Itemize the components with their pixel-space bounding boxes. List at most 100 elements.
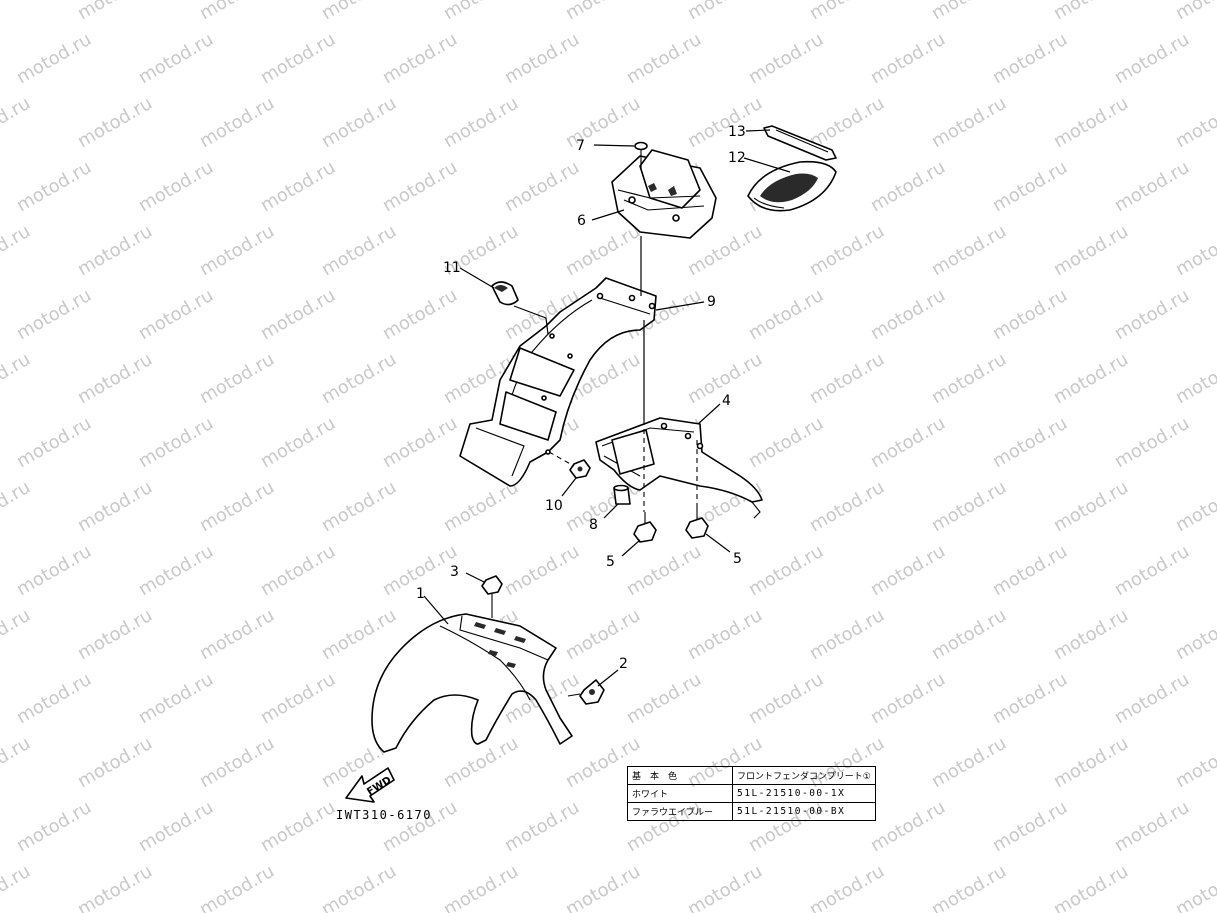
watermark-text: motod.ru	[74, 221, 156, 280]
callout-6: 6	[577, 213, 586, 229]
document-code: IWT310-6170	[336, 808, 432, 822]
part-6-cover-bracket	[611, 149, 717, 239]
watermark-text: motod.ru	[135, 797, 217, 856]
watermark-text: motod.ru	[928, 605, 1010, 664]
watermark-text: motod.ru	[13, 285, 95, 344]
watermark-text: motod.ru	[501, 157, 583, 216]
assembly-guides	[513, 160, 698, 512]
watermark-text: motod.ru	[867, 669, 949, 728]
part-5-bolt-a	[633, 512, 657, 543]
watermark-text: motod.ru	[928, 349, 1010, 408]
watermark-text: motod.ru	[318, 0, 400, 24]
watermark-text: motod.ru	[989, 541, 1071, 600]
watermark-text: motod.ru	[318, 93, 400, 152]
fwd-arrow: FWD	[345, 767, 395, 803]
watermark-text: motod.ru	[1050, 477, 1132, 536]
watermark-text: motod.ru	[379, 29, 461, 88]
callout-3: 3	[450, 564, 459, 580]
watermark-text: motod.ru	[135, 29, 217, 88]
watermark-text: motod.ru	[196, 733, 278, 792]
part-5-bolt-b	[685, 508, 709, 539]
watermark-text: motod.ru	[1172, 861, 1217, 913]
watermark-text: motod.ru	[196, 861, 278, 913]
watermark-text: motod.ru	[379, 285, 461, 344]
watermark-text: motod.ru	[318, 861, 400, 913]
watermark-text: motod.ru	[1111, 541, 1193, 600]
watermark-text: motod.ru	[13, 669, 95, 728]
part-10-nut	[569, 459, 591, 479]
callout-5a: 5	[606, 554, 615, 570]
watermark-text: motod.ru	[440, 861, 522, 913]
watermark-text: motod.ru	[0, 861, 34, 913]
watermark-text: motod.ru	[806, 349, 888, 408]
watermark-text: motod.ru	[257, 797, 339, 856]
watermark-text: motod.ru	[928, 221, 1010, 280]
watermark-text: motod.ru	[0, 349, 34, 408]
watermark-text: motod.ru	[196, 0, 278, 24]
watermark-text: motod.ru	[74, 605, 156, 664]
watermark-text: motod.ru	[623, 29, 705, 88]
watermark-text: motod.ru	[1111, 669, 1193, 728]
watermark-text: motod.ru	[0, 221, 34, 280]
watermark-text: motod.ru	[1172, 0, 1217, 24]
table-header-cell: 基 本 色	[627, 766, 733, 785]
watermark-text: motod.ru	[1111, 157, 1193, 216]
watermark-text: motod.ru	[257, 541, 339, 600]
part-1-front-fender	[371, 604, 573, 753]
watermark-text: motod.ru	[806, 0, 888, 24]
watermark-text: motod.ru	[74, 93, 156, 152]
watermark-text: motod.ru	[196, 349, 278, 408]
watermark-text: motod.ru	[867, 285, 949, 344]
watermark-text: motod.ru	[562, 221, 644, 280]
watermark-text: motod.ru	[135, 285, 217, 344]
watermark-text: motod.ru	[806, 861, 888, 913]
watermark-text: motod.ru	[928, 0, 1010, 24]
watermark-text: motod.ru	[135, 669, 217, 728]
callout-numbers: 1 2 3 4 5 5 6 7 8 9 10 11 12 13	[416, 124, 746, 672]
watermark-text: motod.ru	[74, 733, 156, 792]
callout-8: 8	[589, 517, 598, 533]
watermark-text: motod.ru	[1111, 413, 1193, 472]
watermark-text: motod.ru	[196, 605, 278, 664]
watermark-text: motod.ru	[1050, 861, 1132, 913]
watermark-text: motod.ru	[257, 29, 339, 88]
watermark-text: motod.ru	[1172, 93, 1217, 152]
watermark-text: motod.ru	[867, 29, 949, 88]
watermark-text: motod.ru	[867, 797, 949, 856]
watermark-text: motod.ru	[684, 0, 766, 24]
color-variant-table: 基 本 色 フロントフェンダコンプリート① ホワイト 51L-21510-00-…	[627, 766, 876, 821]
watermark-text: motod.ru	[562, 861, 644, 913]
watermark-text: motod.ru	[684, 93, 766, 152]
watermark-text: motod.ru	[989, 29, 1071, 88]
watermark-text: motod.ru	[74, 349, 156, 408]
watermark-text: motod.ru	[1172, 221, 1217, 280]
watermark-text: motod.ru	[745, 285, 827, 344]
watermark-text: motod.ru	[867, 157, 949, 216]
watermark-text: motod.ru	[623, 541, 705, 600]
watermark-text: motod.ru	[867, 413, 949, 472]
table-cell-color: ファラウエイブルー	[627, 802, 733, 821]
watermark-text: motod.ru	[13, 541, 95, 600]
watermark-text: motod.ru	[1050, 221, 1132, 280]
watermark-text: motod.ru	[196, 93, 278, 152]
watermark-text: motod.ru	[684, 605, 766, 664]
part-3-bolt	[481, 575, 503, 604]
watermark-text: motod.ru	[440, 0, 522, 24]
table-header-row: 基 本 色 フロントフェンダコンプリート①	[627, 766, 876, 785]
watermark-text: motod.ru	[257, 285, 339, 344]
watermark-text: motod.ru	[501, 541, 583, 600]
watermark-text: motod.ru	[257, 157, 339, 216]
watermark-text: motod.ru	[928, 477, 1010, 536]
table-row: ホワイト 51L-21510-00-1X	[627, 784, 876, 803]
watermark-text: motod.ru	[1172, 349, 1217, 408]
watermark-text: motod.ru	[1111, 285, 1193, 344]
watermark-text: motod.ru	[257, 669, 339, 728]
watermark-text: motod.ru	[1172, 733, 1217, 792]
watermark-text: motod.ru	[0, 733, 34, 792]
watermark-text: motod.ru	[501, 29, 583, 88]
watermark-text: motod.ru	[379, 413, 461, 472]
watermark-text: motod.ru	[135, 157, 217, 216]
watermark-text: motod.ru	[989, 285, 1071, 344]
watermark-text: motod.ru	[562, 93, 644, 152]
table-cell-color: ホワイト	[627, 784, 733, 803]
